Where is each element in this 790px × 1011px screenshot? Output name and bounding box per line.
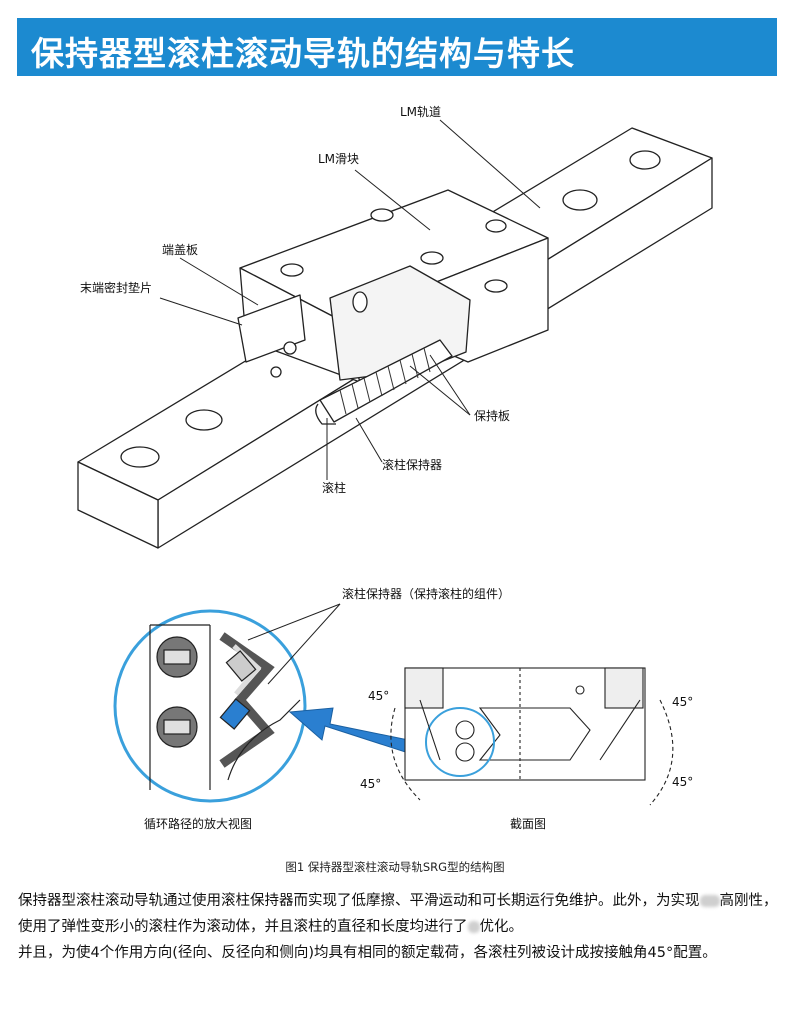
- label-angle-tl: 45°: [368, 689, 389, 703]
- label-roller: 滚柱: [322, 480, 346, 495]
- caption-section: 截面图: [510, 817, 546, 831]
- lm-guide-isometric-diagram: LM轨道 LM滑块 端盖板 末端密封垫片 保持板 滚柱保持器 滚柱: [77, 105, 713, 549]
- title-banner: 保持器型滚柱滚动导轨的结构与特长: [17, 18, 777, 76]
- p1-part-c: 优化。: [479, 919, 524, 935]
- label-roller-cage: 滚柱保持器: [382, 457, 442, 472]
- enlarged-view: [113, 609, 307, 803]
- p1-part-a: 保持器型滚柱滚动导轨通过使用滚柱保持器而实现了低摩擦、平滑运动和可长期运行免维护…: [18, 893, 700, 909]
- label-angle-br: 45°: [672, 775, 693, 789]
- label-retainer-plate: 保持板: [474, 408, 510, 423]
- label-angle-bl: 45°: [360, 777, 381, 791]
- label-cage-assembly: 滚柱保持器（保持滚柱的组件）: [342, 586, 510, 601]
- p1-part-b: 高刚性，使用了弹性变形小的滚柱作为滚动体，并且滚柱的直径和长度均进行了: [18, 893, 778, 935]
- blurred-word: [467, 921, 480, 933]
- blurred-word: [699, 895, 720, 907]
- page-title: 保持器型滚柱滚动导轨的结构与特长: [31, 34, 575, 73]
- label-end-plate: 端盖板: [162, 243, 198, 257]
- figure-caption: 图1 保持器型滚柱滚动导轨SRG型的结构图: [285, 860, 505, 874]
- paragraph-1: 保持器型滚柱滚动导轨通过使用滚柱保持器而实现了低摩擦、平滑运动和可长期运行免维护…: [18, 888, 778, 940]
- caption-enlarged: 循环路径的放大视图: [144, 816, 252, 831]
- label-angle-tr: 45°: [672, 695, 693, 709]
- section-view: [390, 667, 674, 806]
- label-lm-rail: LM轨道: [400, 105, 441, 119]
- body-text: 保持器型滚柱滚动导轨通过使用滚柱保持器而实现了低摩擦、平滑运动和可长期运行免维护…: [18, 888, 778, 966]
- paragraph-2: 并且，为使4个作用方向(径向、反径向和侧向)均具有相同的额定载荷，各滚柱列被设计…: [18, 945, 717, 961]
- cross-section-diagram: 滚柱保持器（保持滚柱的组件） 45° 45° 45° 45° 循环路径的放大视图…: [113, 586, 693, 831]
- label-end-seal: 末端密封垫片: [80, 280, 152, 295]
- rail-end: [77, 461, 159, 549]
- label-lm-block: LM滑块: [318, 152, 359, 166]
